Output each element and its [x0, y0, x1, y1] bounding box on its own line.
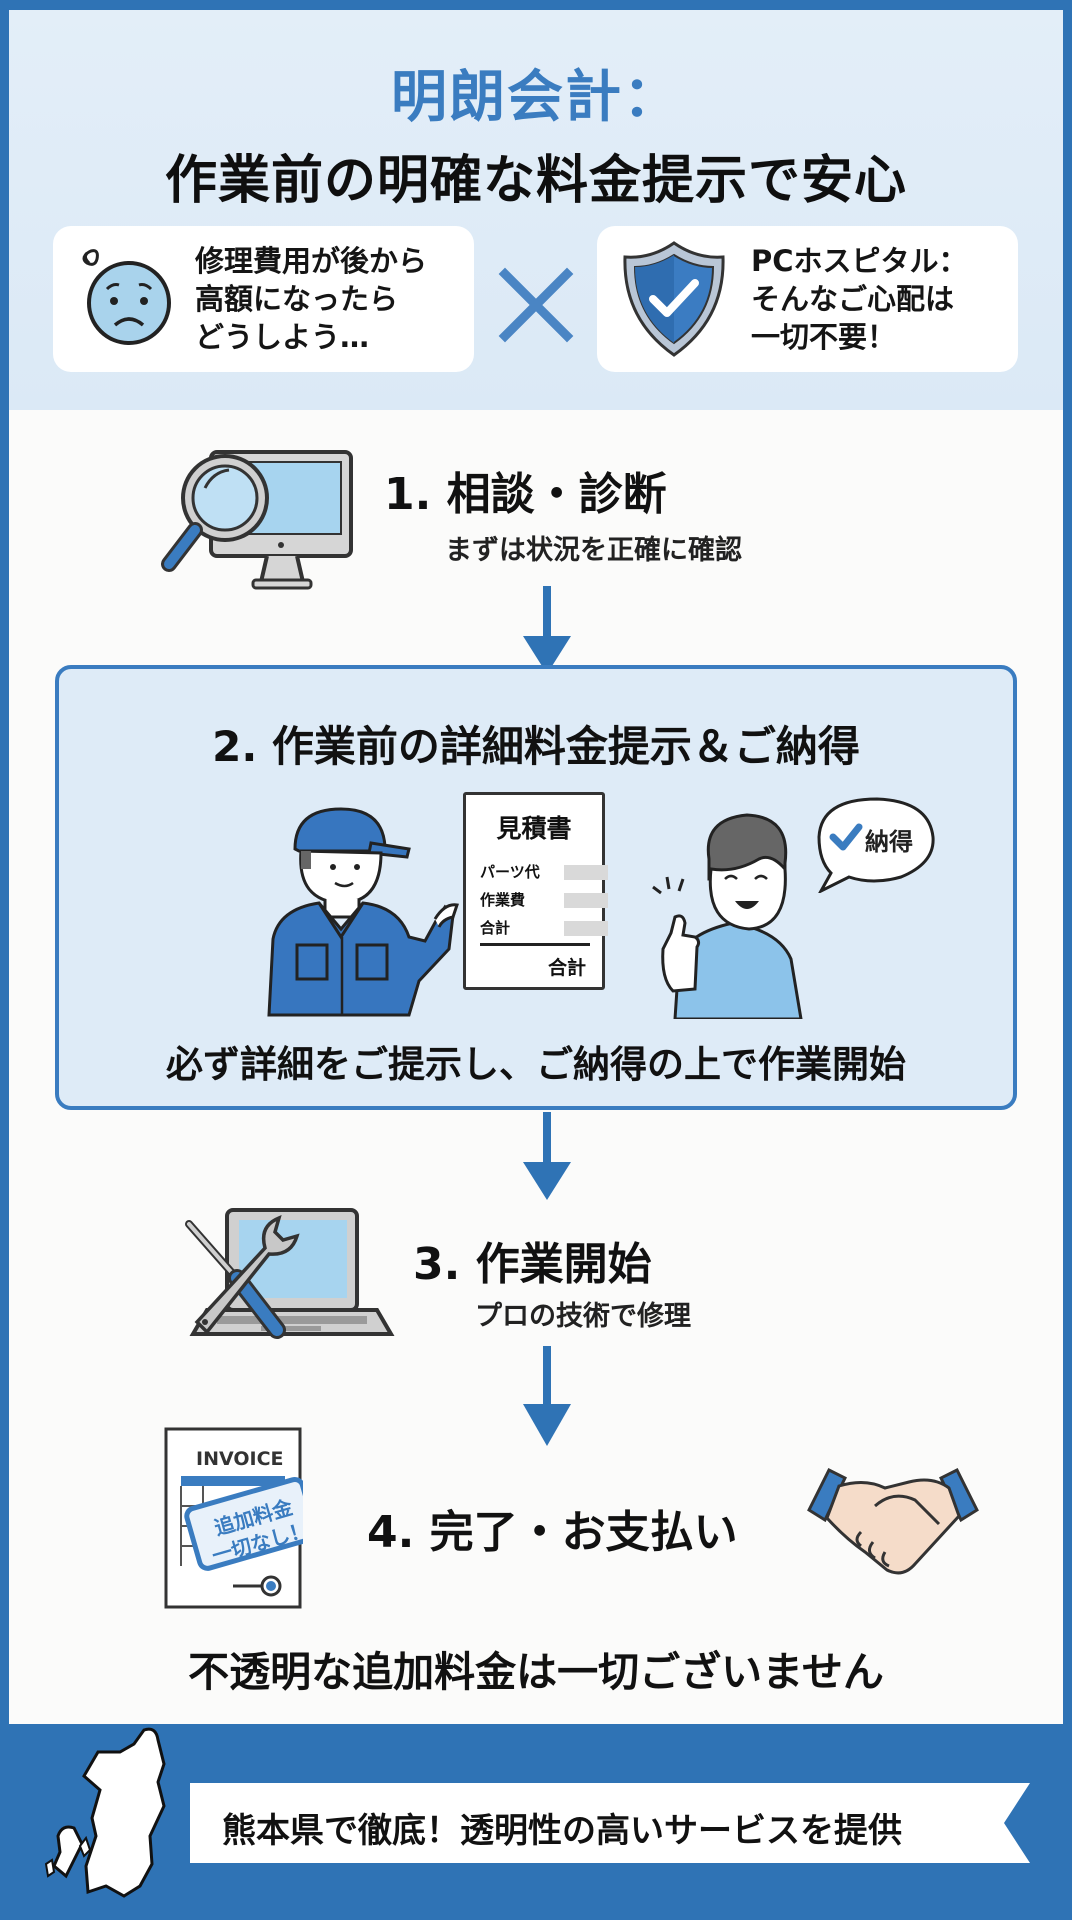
assurance-line: 一切不要！: [751, 320, 897, 354]
check-icon: [829, 823, 863, 851]
arrow-down-icon: [523, 1346, 571, 1446]
page-subtitle: 作業前の明確な料金提示で安心: [164, 151, 907, 211]
step-2-title: 2. 作業前の詳細料金提示＆ご納得: [212, 722, 860, 771]
page-title: 明朗会計：: [391, 65, 681, 130]
footer-banner: [190, 1783, 1030, 1863]
worry-line: 修理費用が後から: [195, 244, 428, 278]
worried-face-icon: [82, 249, 171, 345]
arrow-down-icon: [523, 1112, 571, 1200]
magnifier-monitor-icon: [161, 450, 353, 590]
estimate-row-value: [564, 865, 608, 880]
estimate-title: 見積書: [496, 814, 572, 843]
laptop-tools-icon: [185, 1208, 395, 1339]
bubble-text: 納得: [865, 828, 913, 856]
technician-icon: [267, 807, 459, 1017]
assurance-line: そんなご心配は: [751, 282, 955, 316]
estimate-document: 見積書 パーツ代 作業費 合計 合計: [463, 792, 608, 990]
step-3-subtitle: プロの技術で修理: [475, 1301, 691, 1332]
step-1-title: 1. 相談・診断: [384, 469, 667, 520]
estimate-row-label: 作業費: [480, 891, 526, 909]
arrow-down-icon: [523, 586, 571, 674]
invoice-label: INVOICE: [196, 1448, 284, 1470]
assurance-card: PCホスピタル： そんなご心配は 一切不要！: [597, 226, 1018, 372]
speech-bubble: [817, 797, 935, 893]
assurance-line: PCホスピタル：: [751, 244, 968, 278]
estimate-row-label: パーツ代: [480, 863, 540, 881]
step-2-subtitle: 必ず詳細をご提示し、ご納得の上で作業開始: [166, 1043, 906, 1086]
estimate-total-label: 合計: [547, 957, 586, 979]
step-3-title: 3. 作業開始: [413, 1239, 652, 1290]
invoice-icon: [164, 1427, 303, 1609]
kumamoto-map-icon: [44, 1727, 166, 1898]
footer-banner-text: 熊本県で徹底！透明性の高いサービスを提供: [222, 1811, 902, 1851]
estimate-divider: [480, 943, 590, 946]
worry-line: どうしよう…: [195, 320, 370, 354]
estimate-row-value: [564, 921, 608, 936]
step-4-title: 4. 完了・お支払い: [367, 1507, 738, 1558]
estimate-row-value: [564, 893, 608, 908]
cross-icon: [498, 267, 574, 343]
header-section: 明朗会計： 作業前の明確な料金提示で安心 修理費用が後から 高額になったら どう…: [9, 10, 1063, 410]
step-1-subtitle: まずは状況を正確に確認: [445, 535, 742, 566]
infographic-frame: 明朗会計： 作業前の明確な料金提示で安心 修理費用が後から 高額になったら どう…: [9, 10, 1063, 1724]
worry-line: 高額になったら: [195, 282, 399, 316]
step-2-box: 2. 作業前の詳細料金提示＆ご納得 見積書 パーツ代 作業費 合計: [55, 665, 1017, 1110]
step-4-subtitle: 不透明な追加料金は一切ございません: [188, 1648, 884, 1696]
estimate-row-label: 合計: [480, 919, 511, 937]
customer-thumbs-up-icon: [652, 813, 803, 1019]
shield-check-icon: [623, 241, 725, 357]
worry-card: 修理費用が後から 高額になったら どうしよう…: [53, 226, 474, 372]
handshake-icon: [807, 1467, 979, 1575]
